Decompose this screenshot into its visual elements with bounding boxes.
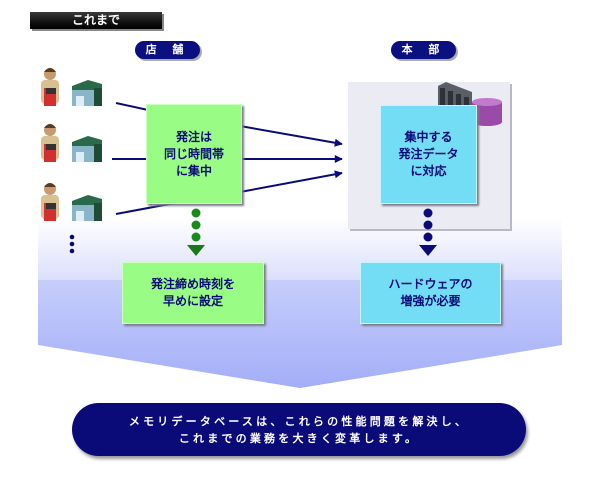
arrow-to-hq <box>239 170 343 193</box>
store-item <box>36 181 116 231</box>
hq-issue-box: 集中する 発注データ に対応 <box>380 105 477 204</box>
shopkeeper-store-icon <box>41 68 102 106</box>
connector-line <box>115 102 149 111</box>
store-result-box: 発注締め時刻を 早めに設定 <box>122 262 264 324</box>
arrow-to-hq <box>239 125 343 147</box>
shopkeeper-store-icon <box>41 124 102 162</box>
conclusion-line-1: メモリデータベースは、これらの性能問題を解決し、 <box>128 414 470 428</box>
conclusion-line-2: これまでの業務を大きく変革します。 <box>178 431 420 445</box>
hq-flow-arrow <box>419 208 437 256</box>
shopkeeper-store-icon <box>41 183 102 221</box>
store-item <box>36 66 116 116</box>
database-icon <box>472 98 502 126</box>
store-flow-arrow <box>187 208 205 256</box>
store-item <box>36 122 116 172</box>
section-title: これまで <box>30 12 162 29</box>
store-issue-box: 発注は 同じ時間帯 に集中 <box>146 104 242 204</box>
hq-label: 本 部 <box>391 41 456 59</box>
hq-result-box: ハードウェアの 増強が必要 <box>360 262 501 324</box>
more-stores-dots <box>69 234 75 254</box>
conclusion-banner: メモリデータベースは、これらの性能問題を解決し、 これまでの業務を大きく変革しま… <box>72 403 526 456</box>
store-label: 店 舗 <box>135 41 200 59</box>
funnel-shape <box>38 218 562 388</box>
connector-line <box>115 202 176 215</box>
